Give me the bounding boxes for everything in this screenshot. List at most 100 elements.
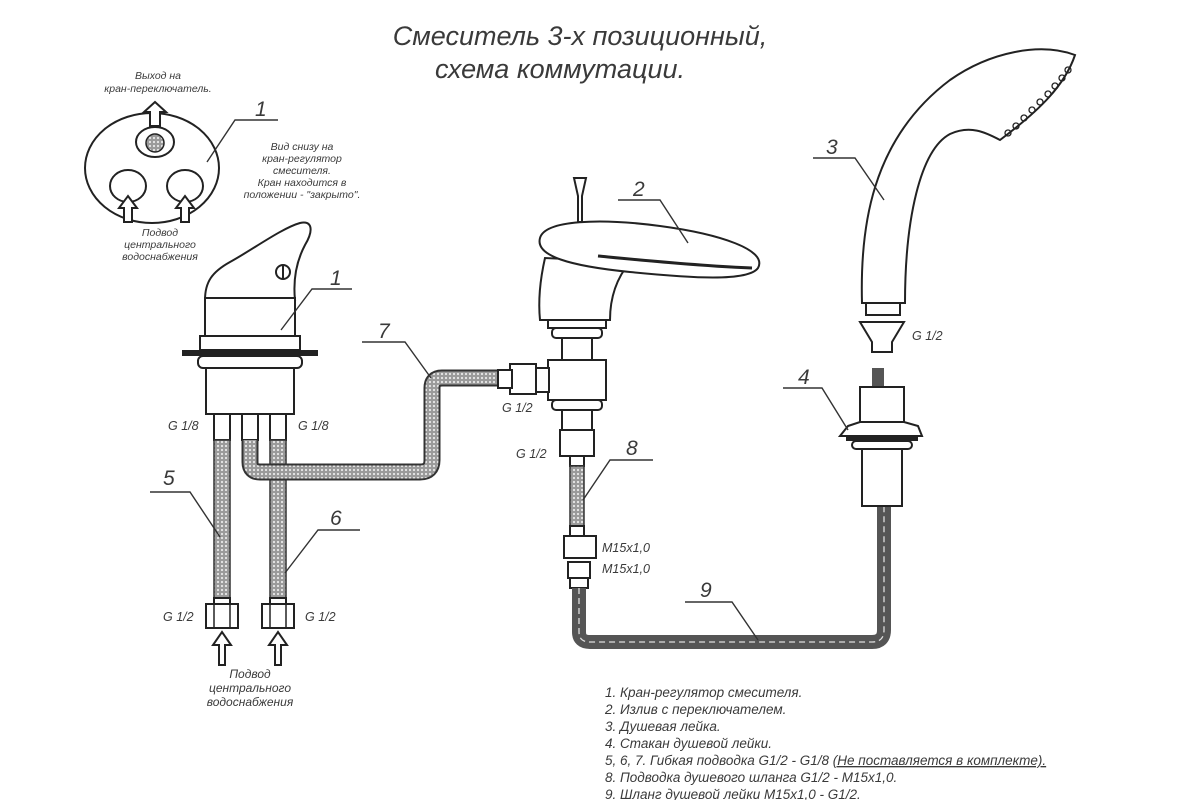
thread-spout-side: G 1/2 bbox=[502, 401, 533, 415]
inlet-nut-left bbox=[205, 603, 239, 629]
desc-line-3: смесителя. bbox=[273, 165, 331, 177]
bottom-view-callout: 1 bbox=[255, 98, 267, 121]
callout-6: 6 bbox=[330, 507, 342, 530]
supply-label-3: водоснабжения bbox=[207, 695, 294, 709]
callout-9: 9 bbox=[700, 579, 712, 602]
hose-cone-nut bbox=[858, 321, 906, 353]
inlet-label-3: водоснабжения bbox=[122, 251, 198, 263]
thread-hose8-bottom: M15x1,0 bbox=[602, 562, 650, 576]
bottom-view-inlet-label: Подвод центрального водоснабжения bbox=[122, 227, 198, 263]
arrow-up-outlet-icon bbox=[141, 100, 169, 127]
diagram-title-line2: схема коммутации. bbox=[435, 54, 685, 84]
regulator-tap: 1 G 1/8 G 1/8 bbox=[168, 221, 352, 441]
hose-5 bbox=[213, 439, 231, 601]
legend-item-4: 4. Стакан душевой лейки. bbox=[605, 736, 772, 751]
lock-nut bbox=[197, 355, 303, 369]
outlet-mesh bbox=[145, 133, 165, 153]
thread-inlet-left: G 1/2 bbox=[163, 610, 194, 624]
outlet-label-line1: Выход на bbox=[135, 70, 181, 82]
callout-1-leader bbox=[280, 288, 352, 331]
callout-7-leader bbox=[362, 341, 432, 379]
callout-4-leader bbox=[783, 387, 849, 431]
thread-shower-head: G 1/2 bbox=[912, 329, 943, 343]
callout-6-leader bbox=[284, 529, 360, 574]
holder-shank bbox=[861, 448, 903, 507]
callout-8-leader bbox=[582, 459, 653, 501]
thread-spout-bottom: G 1/2 bbox=[516, 447, 547, 461]
mounting-plate bbox=[182, 350, 318, 356]
callout-7: 7 bbox=[378, 320, 391, 343]
shower-hose-feed: M15x1,0 M15x1,0 8 bbox=[563, 437, 653, 589]
inlet-label-1: Подвод bbox=[142, 227, 178, 239]
hose-9-fitting bbox=[567, 561, 591, 579]
supply-arrow-left-icon bbox=[211, 630, 233, 666]
legend-item-1: 1. Кран-регулятор смесителя. bbox=[605, 685, 802, 700]
holder-flange bbox=[837, 421, 924, 437]
callout-2: 2 bbox=[632, 178, 645, 201]
regulator-handle bbox=[203, 221, 312, 301]
callout-5: 5 bbox=[163, 467, 175, 490]
callout-8: 8 bbox=[626, 437, 638, 460]
legend-item-5: 5, 6, 7. Гибкая подводка G1/2 - G1/8 (Не… bbox=[605, 753, 1046, 768]
desc-line-1: Вид снизу на bbox=[271, 141, 334, 153]
spout-base-ring bbox=[547, 319, 607, 329]
callout-4: 4 bbox=[798, 366, 810, 389]
desc-line-4: Кран находится в bbox=[258, 177, 347, 189]
shower-head: G 1/2 3 bbox=[813, 48, 1077, 353]
outlet-label-line2: кран-переключатель. bbox=[104, 83, 211, 95]
spout-assembly: G 1/2 G 1/2 2 bbox=[497, 177, 761, 461]
diagram-title-line1: Смеситель 3-х позиционный, bbox=[393, 21, 768, 51]
legend-item-6: 8. Подводка душевого шланга G1/2 - M15x1… bbox=[605, 770, 897, 785]
holder-cup bbox=[859, 386, 905, 424]
arrow-up-inlet-left-icon bbox=[117, 194, 139, 223]
inlet-label-2: центрального bbox=[124, 239, 196, 251]
callout-1: 1 bbox=[330, 267, 342, 290]
legend-item-3: 3. Душевая лейка. bbox=[605, 719, 721, 734]
hose6-fitting bbox=[269, 413, 287, 441]
hose-7 bbox=[243, 371, 500, 479]
shower-holder: 4 bbox=[783, 366, 924, 507]
diverter-knob bbox=[572, 177, 588, 223]
desc-line-2: кран-регулятор bbox=[262, 153, 342, 165]
spout-body bbox=[538, 256, 633, 321]
desc-line-5: положении - "закрыто". bbox=[244, 189, 361, 201]
supply-label-2: центрального bbox=[209, 681, 291, 695]
inlet-nut-right bbox=[261, 603, 295, 629]
callout-9-leader bbox=[685, 601, 759, 641]
legend-item-5-note: (Не поставляется в комплекте). bbox=[833, 753, 1046, 768]
regulator-collar bbox=[199, 335, 301, 351]
bottom-view-leader-line bbox=[206, 119, 278, 163]
legend-item-2: 2. Излив с переключателем. bbox=[604, 702, 786, 717]
shower-head-thread bbox=[865, 302, 901, 316]
legend-item-5-text: 5, 6, 7. Гибкая подводка G1/2 - G1/8 bbox=[605, 753, 833, 768]
thread-inlet-right: G 1/2 bbox=[305, 610, 336, 624]
shower-hose: 9 bbox=[572, 368, 891, 649]
thread-regulator-left: G 1/8 bbox=[168, 419, 199, 433]
callout-2-leader bbox=[618, 199, 689, 244]
bottom-nut bbox=[559, 429, 595, 457]
side-nut bbox=[509, 363, 537, 395]
callout-3: 3 bbox=[826, 136, 838, 159]
flex-hoses: G 1/2 G 1/2 Подвод центрального водоснаб… bbox=[150, 320, 500, 709]
regulator-body bbox=[204, 297, 296, 339]
supply-arrow-right-icon bbox=[267, 630, 289, 666]
arrow-up-inlet-right-icon bbox=[174, 194, 196, 223]
spout-bowl bbox=[538, 220, 761, 279]
callout-5-leader bbox=[150, 491, 221, 538]
shower-nozzles bbox=[1004, 66, 1072, 137]
thread-regulator-right: G 1/8 bbox=[298, 419, 329, 433]
hose-8-nut bbox=[563, 535, 597, 559]
callout-3-leader bbox=[813, 157, 885, 201]
hose5-fitting bbox=[213, 413, 231, 441]
parts-legend: 1. Кран-регулятор смесителя. 2. Излив с … bbox=[604, 685, 1046, 800]
bottom-view-description: Вид снизу на кран-регулятор смесителя. К… bbox=[244, 141, 361, 201]
thread-hose8-top: M15x1,0 bbox=[602, 541, 650, 555]
hose-8 bbox=[569, 465, 585, 529]
hose7-fitting bbox=[241, 413, 259, 441]
supply-label-1: Подвод bbox=[229, 667, 271, 681]
legend-item-7: 9. Шланг душевой лейки M15x1,0 - G1/2. bbox=[605, 787, 861, 800]
threaded-shank bbox=[205, 367, 295, 415]
regulator-bottom-view: Выход на кран-переключатель. 1 Вид снизу… bbox=[84, 70, 361, 263]
spout-tee bbox=[547, 359, 607, 401]
